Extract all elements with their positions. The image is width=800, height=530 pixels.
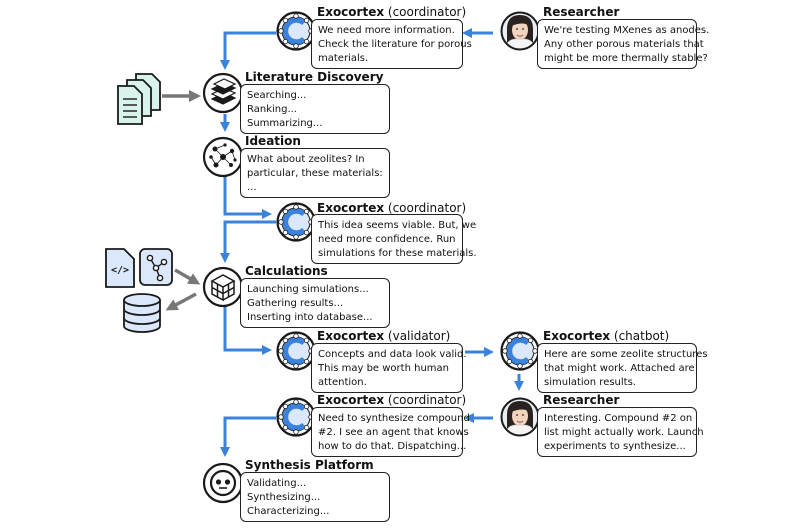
researcher2-message-bubble: Interesting. Compound #2 on list might a…: [537, 407, 704, 457]
exo1-title: Exocortex (coordinator): [317, 5, 467, 19]
exo5-title: Exocortex (coordinator): [317, 393, 467, 407]
documents-icon: [117, 73, 161, 125]
exocortex-icon: [278, 399, 315, 436]
calc-status-bubble: Launching simulations... Gathering resul…: [240, 278, 390, 328]
message-line: #2. I see an agent that knows: [318, 427, 469, 438]
literature-stack-icon: [202, 72, 244, 114]
message-line: Interesting. Compound #2 on: [544, 413, 693, 424]
status-line: Launching simulations...: [247, 284, 369, 295]
message-line: Check the literature for porous: [318, 39, 472, 50]
exo1-message-bubble: We need more information. Check the lite…: [311, 19, 472, 69]
message-line: list might actually work. Launch: [544, 427, 704, 438]
message-line: Any other porous materials that: [544, 39, 704, 50]
message-line: experiments to synthesize...: [544, 441, 686, 452]
status-line: Ranking...: [247, 104, 297, 115]
researcher1-message-bubble: We're testing MXenes as anodes. Any othe…: [537, 19, 710, 69]
exo5-message-bubble: Need to synthesize compound #2. I see an…: [311, 407, 470, 457]
io-arrows: [162, 90, 201, 311]
message-line: attention.: [318, 377, 367, 388]
message-line: What about zeolites? In: [247, 154, 365, 165]
synthesis-robot-icon: [202, 462, 244, 504]
status-line: Synthesizing...: [247, 492, 321, 503]
database-icon: [123, 293, 161, 333]
exo2-message-bubble: This idea seems viable. But, we need mor…: [311, 214, 477, 264]
message-line: Here are some zeolite structures: [544, 349, 708, 360]
message-line: how to do that. Dispatching...: [318, 441, 467, 452]
message-line: materials.: [318, 53, 369, 64]
message-line: might be more thermally stable?: [544, 53, 708, 64]
status-line: Summarizing...: [247, 118, 323, 129]
status-line: Inserting into database...: [247, 312, 373, 323]
calc-title: Calculations: [245, 264, 328, 278]
status-line: Gathering results...: [247, 298, 344, 309]
arrow-ideation-to-exo2: [223, 176, 272, 219]
arrow-exo5-to-synth: [220, 416, 276, 457]
ideation-title: Ideation: [245, 134, 301, 148]
exo2-title: Exocortex (coordinator): [317, 201, 467, 215]
synth-status-bubble: Validating... Synthesizing... Characteri…: [240, 472, 390, 522]
code-file-icon: </>: [105, 248, 135, 288]
message-line: ...: [247, 182, 257, 193]
exocortex-icon: [278, 13, 315, 50]
message-line: This idea seems viable. But, we: [318, 220, 477, 231]
message-line: We need more information.: [318, 25, 455, 36]
exocortex-icon: [278, 333, 315, 370]
status-line: Characterizing...: [247, 506, 330, 517]
lit-status-bubble: Searching... Ranking... Summarizing...: [240, 84, 390, 134]
researcher-avatar-icon: [500, 397, 540, 437]
ideation-network-icon: [202, 136, 244, 178]
workflow-graph-icon: [139, 248, 173, 286]
message-line: Need to synthesize compound: [318, 413, 470, 424]
exocortex-icon: [502, 333, 539, 370]
message-line: Concepts and data look valid.: [318, 349, 467, 360]
ideation-bubble: What about zeolites? In particular, thes…: [240, 148, 390, 198]
message-line: that might work. Attached are: [544, 363, 695, 374]
message-line: particular, these materials:: [247, 168, 383, 179]
exocortex-icon: [278, 204, 315, 241]
calculations-cube-icon: [202, 266, 244, 308]
message-line: simulation results.: [544, 377, 636, 388]
arrow-exo2-to-calc: [220, 220, 276, 263]
researcher-avatar-icon: [500, 11, 540, 51]
exo4-message-bubble: Here are some zeolite structures that mi…: [537, 343, 708, 393]
arrow-exo1-to-lit: [220, 31, 276, 70]
exo4-title: Exocortex (chatbot): [543, 329, 670, 343]
exo3-title: Exocortex (validator): [317, 329, 451, 343]
arrow-calc-to-db: [165, 292, 197, 311]
flow-arrows: [220, 28, 524, 457]
synth-title: Synthesis Platform: [245, 458, 374, 472]
status-line: Searching...: [247, 90, 307, 101]
arrow-calc-to-exo3: [223, 307, 272, 355]
lit-title: Literature Discovery: [245, 70, 384, 84]
svg-text:</>: </>: [111, 265, 129, 276]
exo3-message-bubble: Concepts and data look valid. This may b…: [311, 343, 467, 393]
message-line: We're testing MXenes as anodes.: [544, 25, 710, 36]
message-line: This may be worth human: [318, 363, 449, 374]
status-line: Validating...: [247, 478, 307, 489]
researcher2-title: Researcher: [543, 393, 620, 407]
message-line: need more confidence. Run: [318, 234, 456, 245]
arrow-code-to-calc: [174, 268, 201, 285]
researcher1-title: Researcher: [543, 5, 620, 19]
message-line: simulations for these materials.: [318, 248, 477, 259]
